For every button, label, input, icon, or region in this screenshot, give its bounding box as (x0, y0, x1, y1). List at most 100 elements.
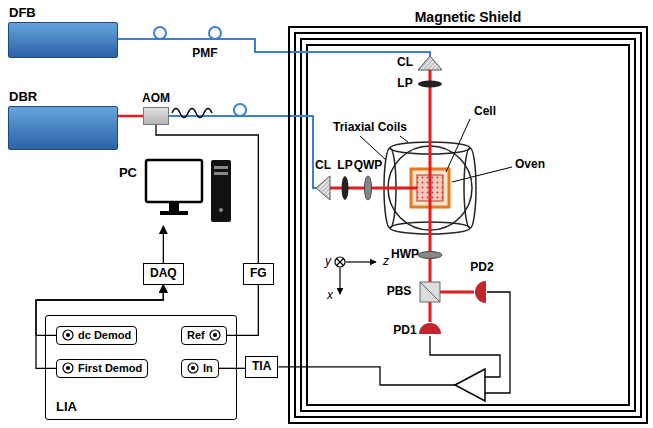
component-label: HWP (391, 248, 419, 261)
monitor-base (160, 211, 188, 215)
collimator (418, 56, 442, 70)
signal-line (227, 285, 259, 336)
signal-line (219, 368, 245, 369)
connector-pin (213, 333, 217, 337)
component-label: PD2 (470, 261, 493, 274)
shield-layer (301, 39, 635, 411)
shield-layer (295, 33, 641, 417)
probe-beam (440, 291, 474, 294)
monitor (146, 160, 202, 202)
node-label: DBR (9, 90, 37, 105)
component-label: QWP (354, 159, 383, 172)
pc-tower (211, 160, 231, 222)
component-label: CL (315, 159, 331, 172)
leader-line (360, 136, 386, 160)
drive-bay (214, 166, 228, 169)
connector-pin (66, 333, 70, 337)
z-axis (346, 261, 376, 262)
connector-ring (188, 363, 198, 373)
drive-bay (214, 172, 228, 175)
amplifier-box: TIA (245, 356, 278, 378)
node-label: DFB (9, 6, 36, 21)
component-label: LP (397, 77, 412, 90)
component-label: LP (337, 159, 352, 172)
node-label: First Demod (78, 362, 142, 375)
component-label: Cell (474, 105, 496, 118)
node-label: AOM (142, 92, 170, 106)
connector-ring (63, 330, 73, 340)
x-axis (339, 268, 340, 294)
connector-pin (66, 366, 70, 370)
node-label: Ref (187, 329, 205, 342)
axis-cross (337, 259, 344, 266)
fiber-label: PMF (192, 47, 217, 60)
node-label: FG (250, 267, 267, 281)
coil (464, 148, 476, 228)
node-label: Magnetic Shield (415, 9, 522, 25)
node-label: PC (119, 166, 137, 181)
computer: PC (143, 158, 233, 226)
magnetic-shield: Magnetic Shield (288, 26, 648, 424)
collimator (316, 176, 330, 200)
wire (430, 336, 500, 377)
reference-port: Ref (181, 326, 227, 345)
aom-modulator: AOM (143, 107, 169, 125)
component-label: Triaxial Coils (333, 121, 407, 134)
node-label: TIA (252, 360, 271, 374)
wire (278, 367, 455, 385)
fiber-loop (154, 27, 166, 39)
connector-ring (210, 330, 220, 340)
instrument-box: FG (243, 263, 274, 285)
signal-line (118, 115, 143, 118)
input-port: In (181, 359, 219, 378)
component-label: Oven (515, 158, 545, 171)
signal-line (36, 285, 163, 369)
bnc-connector (187, 362, 199, 374)
photodiode (419, 323, 441, 334)
half-waveplate (418, 252, 442, 259)
photodiode (475, 281, 486, 303)
node-label: LIA (56, 400, 77, 415)
linear-polarizer (418, 81, 442, 88)
quarter-waveplate (365, 176, 372, 200)
bnc-connector (62, 362, 74, 374)
rf-wave (172, 109, 212, 118)
node-label: In (203, 362, 213, 375)
lock-in-amplifier: LIA dc DemodFirst Demod RefIn (45, 315, 237, 420)
pbs-diagonal (420, 282, 440, 302)
node-label: DAQ (150, 267, 177, 281)
shield-layer (307, 45, 629, 405)
linear-polarizer (342, 176, 349, 200)
connector-pin (191, 366, 195, 370)
leader-line (400, 136, 408, 142)
signal-line (163, 226, 164, 263)
power-button (219, 208, 223, 212)
laser-beams (330, 70, 474, 322)
axis-cross (337, 259, 344, 266)
axis-into-page (335, 257, 345, 267)
wire (485, 292, 510, 393)
bnc-connector (209, 329, 221, 341)
laser-source: DFB (8, 22, 118, 58)
fiber (118, 39, 430, 56)
output-port: First Demod (56, 359, 148, 378)
output-port: dc Demod (56, 326, 137, 345)
axis-label: z (383, 255, 389, 268)
fiber-loop (209, 27, 221, 39)
axis-label: x (327, 289, 333, 302)
monitor-stand (169, 202, 179, 211)
instrument-box: DAQ (143, 263, 184, 285)
connector-ring (63, 363, 73, 373)
fiber-loop (234, 104, 246, 116)
leader-line (452, 167, 512, 182)
axis-label: y (325, 255, 331, 268)
bnc-connector (62, 329, 74, 341)
leader-line (446, 119, 470, 172)
component-label: PBS (387, 285, 412, 298)
axes (335, 257, 376, 294)
component-label: CL (397, 56, 413, 69)
signal-line (156, 125, 258, 263)
laser-source: DBR (8, 106, 118, 150)
pc-icon (146, 160, 231, 222)
node-label: dc Demod (78, 329, 131, 342)
